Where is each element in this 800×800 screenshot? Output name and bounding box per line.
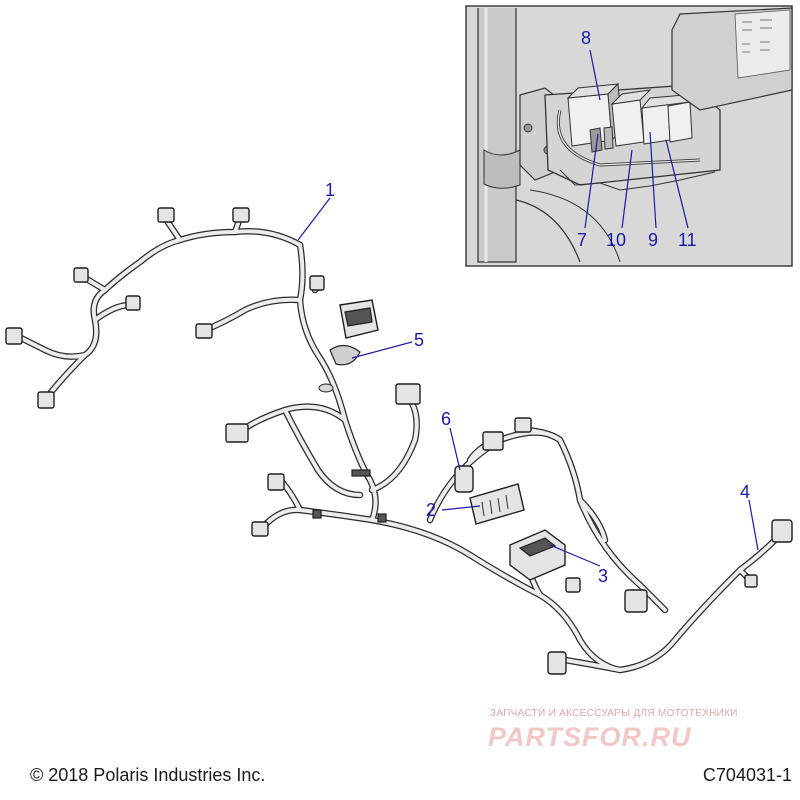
callout-11: 11 bbox=[678, 230, 697, 250]
callout-5: 5 bbox=[414, 330, 424, 350]
callout-9: 9 bbox=[648, 230, 658, 250]
callout-10: 10 bbox=[606, 230, 626, 250]
callout-2: 2 bbox=[426, 500, 436, 520]
callout-6: 6 bbox=[441, 409, 451, 429]
callout-labels: 1 5 6 2 3 4 8 7 10 9 11 bbox=[325, 28, 750, 586]
harness-connectors bbox=[5, 207, 793, 675]
copyright-notice: © 2018 Polaris Industries Inc. bbox=[30, 765, 266, 785]
partsfor-watermark: ЗАПЧАСТИ И АКСЕССУАРЫ ДЛЯ МОТОТЕХНИКИ PA… bbox=[488, 708, 738, 752]
callout-4: 4 bbox=[740, 482, 750, 502]
fuse-box-detail-inset bbox=[465, 5, 793, 267]
callout-3: 3 bbox=[598, 566, 608, 586]
callout-leaders bbox=[297, 49, 759, 567]
figure-code: C704031-1 bbox=[702, 765, 792, 785]
watermark-tagline: ЗАПЧАСТИ И АКСЕССУАРЫ ДЛЯ МОТОТЕХНИКИ bbox=[490, 708, 738, 719]
main-wiring-harness bbox=[5, 207, 793, 675]
callout-7: 7 bbox=[577, 230, 587, 250]
callout-1: 1 bbox=[325, 180, 335, 200]
callout-8: 8 bbox=[581, 28, 591, 48]
watermark-brand: PARTSFOR.RU bbox=[488, 722, 692, 752]
